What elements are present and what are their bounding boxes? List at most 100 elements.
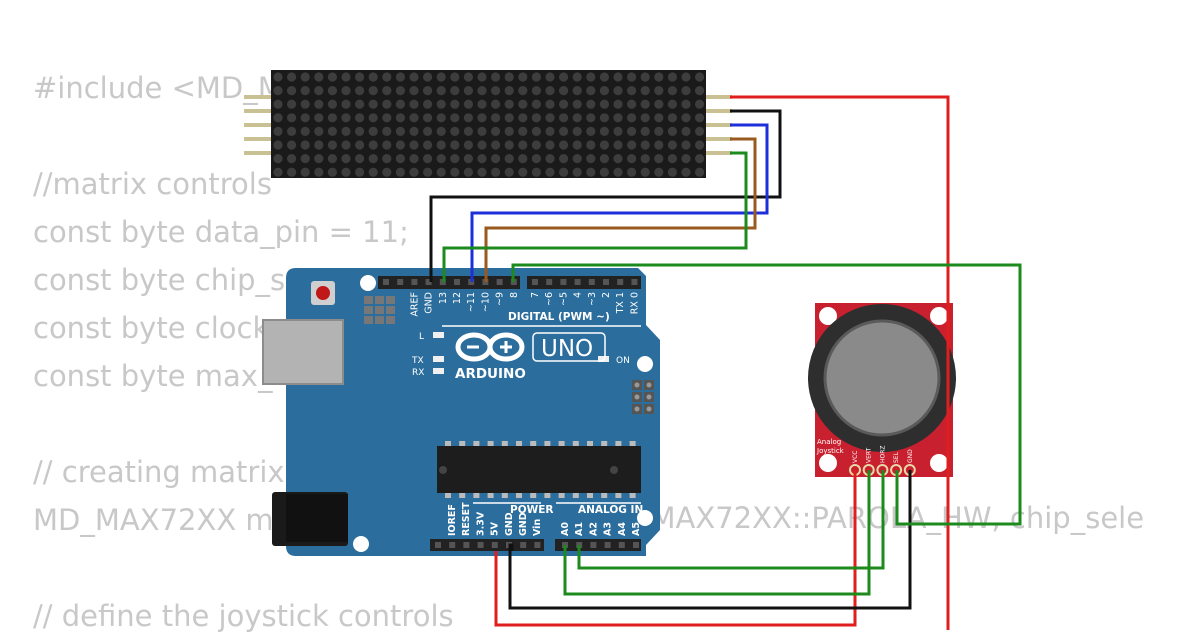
chip-pin [558,441,565,446]
matrix-led [477,99,487,109]
matrix-pin-right [706,123,732,127]
matrix-led [599,140,610,150]
matrix-led [654,72,664,82]
matrix-led [545,113,555,123]
wire-black-gnd[interactable] [508,470,912,610]
matrix-led [273,99,283,109]
uno-badge [532,332,606,362]
header-hole [617,279,624,285]
matrix-led [559,86,569,96]
led-matrix-module[interactable] [244,70,732,178]
matrix-pin-right [706,109,732,113]
matrix-led [273,72,283,82]
matrix-led [491,113,501,123]
code-line: // creating matrix [33,455,285,489]
matrix-led [654,113,664,123]
header-hole [397,279,404,285]
matrix-led [559,113,569,123]
matrix-led [640,140,650,150]
reset-button[interactable] [316,286,330,300]
digital-header-high [527,276,641,289]
matrix-pin-right [706,151,732,155]
digital-pin-label: 12 [452,292,463,304]
matrix-led [559,99,569,109]
matrix-led [491,126,501,136]
matrix-led [395,140,405,150]
chip-dot [610,466,618,474]
matrix-led [300,86,310,96]
wire-blue[interactable] [470,123,769,282]
matrix-led [341,113,351,123]
digital-pin-label: AREF [409,292,420,317]
matrix-led [613,72,623,82]
matrix-led [531,167,542,177]
wire-brown[interactable] [484,137,757,282]
joystick-knob[interactable] [823,319,941,437]
matrix-led [599,113,610,123]
wire-green-sel[interactable] [511,263,1022,526]
matrix-led [409,167,419,177]
matrix-led [681,99,691,109]
matrix-led [531,113,542,123]
matrix-led [531,99,542,109]
usb-connector[interactable] [262,319,344,385]
led-rx-label: RX [412,368,424,378]
matrix-right-header [706,95,732,155]
matrix-led [382,154,392,164]
matrix-led [314,99,324,109]
matrix-led [423,113,433,123]
matrix-led [300,154,310,164]
matrix-led [395,113,405,123]
icsp-pin [386,296,395,304]
digital-pin-label: 7 [530,292,541,298]
matrix-led [327,154,337,164]
power-pin-label: IOREF [447,504,458,536]
matrix-led [314,72,324,82]
matrix-led [395,126,405,136]
matrix-led [572,154,582,164]
matrix-led [477,72,487,82]
matrix-led [477,86,487,96]
matrix-pin-right [706,137,732,141]
matrix-led [287,86,297,96]
icsp-pin [364,296,373,304]
matrix-led [504,113,514,123]
header-hole [454,279,460,285]
power-pin-label: 5V [490,521,501,536]
matrix-led [667,167,678,177]
chip-pin [473,493,480,498]
matrix-led [586,154,596,164]
matrix-led [477,167,487,177]
matrix-led [695,99,705,109]
matrix-led [463,72,473,82]
matrix-led [545,140,555,150]
wire-green-horz[interactable] [577,470,885,570]
mount-hole [360,275,376,291]
matrix-led [627,72,637,82]
matrix-led [545,167,555,177]
matrix-led [423,140,433,150]
icsp-pin-hole [646,406,652,412]
wire-red-matrix[interactable] [730,95,950,630]
matrix-led [368,167,378,177]
matrix-led [572,99,582,109]
matrix-led [327,113,337,123]
matrix-led [395,72,405,82]
matrix-led [572,113,582,123]
wire-green-vert[interactable] [563,470,871,596]
digital-label: DIGITAL (PWM ~) [508,311,610,323]
matrix-led [463,167,473,177]
matrix-led [667,113,678,123]
wire-red-5v[interactable] [494,470,857,627]
wire-black-matrix[interactable] [429,109,782,282]
matrix-led [395,99,405,109]
matrix-led [368,72,378,82]
wire-green-clk[interactable] [442,151,748,282]
arduino-infinity-icon [455,332,525,362]
matrix-led [640,113,650,123]
joystick-pin-label: SEL [893,451,900,463]
matrix-led [599,99,610,109]
power-jack-body [286,494,348,542]
